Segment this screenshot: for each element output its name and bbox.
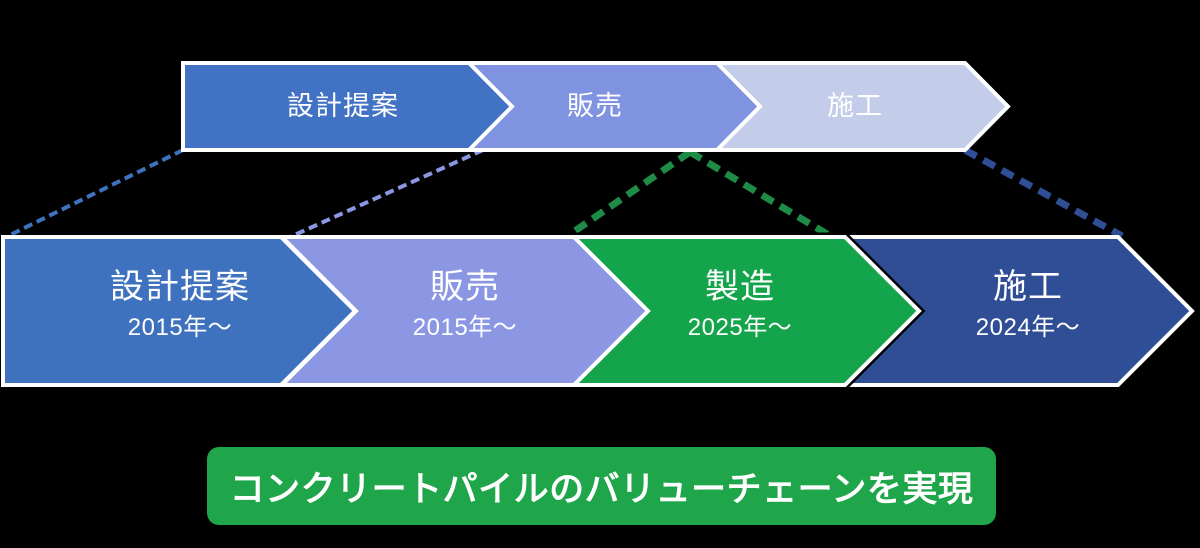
value-chain-banner-text: コンクリートパイルのバリューチェーンを実現	[229, 469, 974, 510]
connector-manufacturing-line-right	[688, 148, 834, 241]
connector-design-line	[7, 148, 184, 238]
top-row-shapes	[181, 61, 1011, 152]
top-step-3-label: 施工	[765, 93, 945, 120]
connector-sales-line	[289, 148, 484, 239]
top-step-2-label: 販売	[505, 93, 685, 120]
bottom-row-shapes	[1, 232, 1195, 390]
bottom-step-1-shape[interactable]	[1, 235, 358, 387]
connector-construction-line	[963, 146, 1124, 240]
top-step-1-text: 設計提案	[287, 91, 399, 121]
top-step-3-text: 施工	[827, 91, 883, 121]
top-step-1-shape[interactable]	[181, 61, 515, 152]
connector-manufacturing-line-left	[564, 149, 692, 240]
connector-lines	[7, 146, 1124, 241]
top-step-2-text: 販売	[567, 91, 623, 121]
top-step-1-label: 設計提案	[243, 93, 443, 120]
value-chain-banner: コンクリートパイルのバリューチェーンを実現	[207, 447, 996, 525]
